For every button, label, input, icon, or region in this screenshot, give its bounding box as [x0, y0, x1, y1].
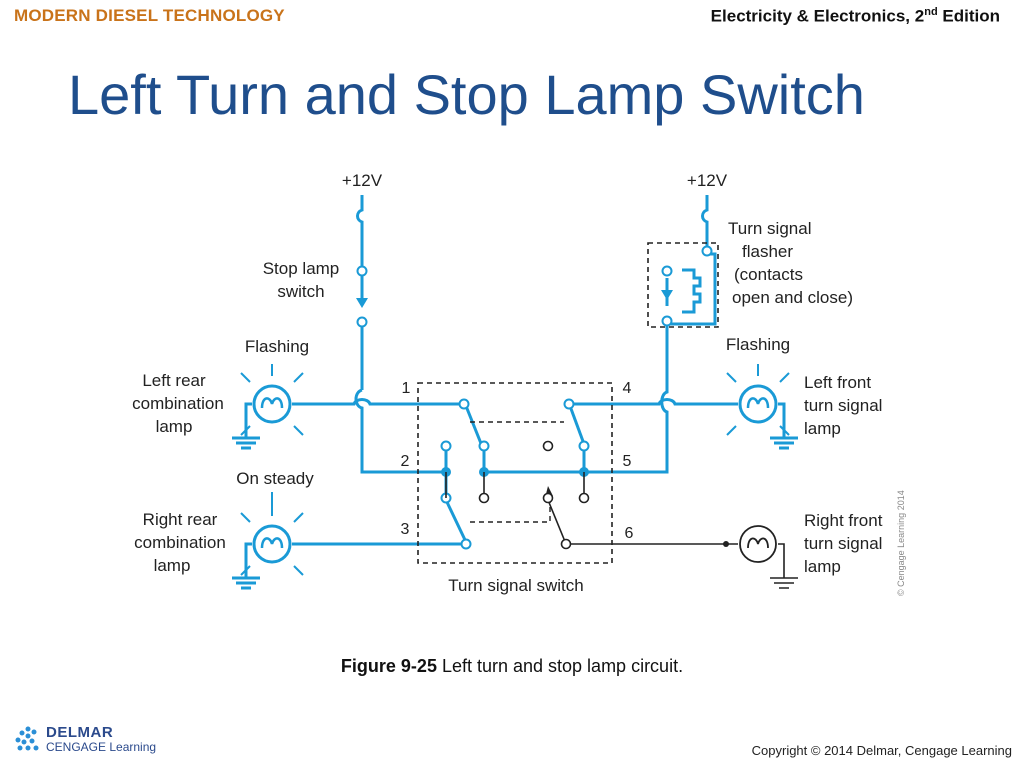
flasher-label-4: open and close)	[732, 288, 853, 307]
delmar-dots-icon	[15, 726, 39, 751]
copyright-footer: Copyright © 2014 Delmar, Cengage Learnin…	[751, 743, 1012, 758]
contact	[478, 492, 490, 504]
right-rear-label-2: combination	[134, 533, 226, 552]
book-title-text: Electricity & Electronics, 2	[710, 6, 925, 26]
book-title-superscript: nd	[924, 6, 938, 18]
flasher-label-2: flasher	[742, 242, 793, 261]
flasher-coil	[682, 268, 702, 314]
contact	[478, 440, 490, 452]
inactive-wires	[445, 472, 798, 589]
contact	[356, 316, 368, 328]
brand-header: MODERN DIESEL TECHNOLOGY	[14, 6, 285, 25]
figure-text: Left turn and stop lamp circuit.	[436, 656, 684, 676]
contact	[578, 492, 590, 504]
right-front-ground	[778, 543, 785, 578]
left-front-status: Flashing	[726, 335, 790, 354]
flasher-arrow-icon	[661, 290, 673, 300]
terminal-2: 2	[401, 453, 410, 470]
supply-left-label: +12V	[342, 171, 383, 190]
flasher-label-1: Turn signal	[728, 219, 811, 238]
book-title-header: Electricity & Electronics, 2nd Edition	[711, 6, 1000, 27]
left-front-label-3: lamp	[804, 419, 841, 438]
switch-linkage	[470, 421, 564, 523]
left-rear-label-2: combination	[132, 394, 224, 413]
right-rear-label-3: lamp	[154, 556, 191, 575]
right-rear-status: On steady	[236, 469, 314, 488]
right-front-label-2: turn signal	[804, 534, 882, 553]
contact	[560, 538, 572, 550]
contact	[578, 440, 590, 452]
blade-3	[444, 499, 468, 543]
active-contacts	[356, 245, 713, 550]
contact	[542, 492, 554, 504]
ground-symbol-rr	[232, 576, 260, 590]
terminal-3: 3	[401, 521, 410, 538]
wire-terminal-1	[292, 398, 464, 406]
slide-title: Left Turn and Stop Lamp Switch	[68, 63, 865, 126]
circuit-diagram: +12V +12V Stop lamp switch Turn signal f…	[132, 171, 906, 596]
stop-switch-arrow-icon	[356, 298, 368, 308]
contact	[458, 398, 470, 410]
stop-switch-label-1: Stop lamp	[263, 259, 340, 278]
contact	[661, 315, 673, 327]
flasher-box	[647, 242, 719, 328]
blade-4	[568, 405, 586, 445]
logo-line-2: CENGAGE Learning	[46, 740, 157, 754]
logo-line-1: DELMAR	[46, 724, 114, 741]
inactive-contacts	[478, 440, 590, 550]
right-front-lamp-icon	[739, 525, 777, 563]
figure-number: Figure 9-25	[340, 656, 437, 676]
stop-switch-label-2: switch	[277, 282, 324, 301]
left-front-label-1: Left front	[804, 373, 871, 392]
right-front-label-1: Right front	[804, 511, 883, 530]
flasher-label-3: (contacts	[734, 265, 803, 284]
junction-dot	[723, 541, 729, 547]
switch-box	[417, 382, 613, 564]
image-credit: © Cengage Learning 2014	[896, 490, 906, 596]
figure-caption: Figure 9-25 Left turn and stop lamp circ…	[0, 656, 1024, 677]
left-front-label-2: turn signal	[804, 396, 882, 415]
left-fuse-wire	[356, 195, 364, 268]
active-wires	[232, 195, 798, 590]
terminal-4: 4	[623, 380, 632, 397]
supply-right-label: +12V	[687, 171, 728, 190]
right-fuse-wire	[701, 195, 709, 248]
left-front-ground	[778, 402, 786, 438]
book-title-tail: Edition	[937, 6, 1000, 26]
contact	[661, 265, 673, 277]
logo-text: DELMAR CENGAGE Learning	[46, 724, 157, 754]
ground-symbol-lf	[770, 436, 798, 450]
right-rear-ground	[244, 542, 252, 578]
right-rear-label-1: Right rear	[143, 510, 218, 529]
wire-terminal-4	[569, 398, 738, 406]
switch-label: Turn signal switch	[448, 576, 583, 595]
left-rear-ground	[244, 402, 252, 438]
right-rear-lamp-icon	[240, 492, 304, 576]
left-rear-lamp-icon	[240, 364, 304, 436]
left-rear-status: Flashing	[245, 337, 309, 356]
contact	[356, 265, 368, 277]
contact	[563, 398, 575, 410]
terminal-5: 5	[623, 453, 632, 470]
blade-1	[464, 405, 484, 447]
delmar-logo: DELMAR CENGAGE Learning	[14, 724, 157, 754]
contact	[440, 440, 452, 452]
contact	[542, 440, 554, 452]
ground-symbol-rf	[770, 577, 798, 589]
right-front-label-3: lamp	[804, 557, 841, 576]
left-rear-label-1: Left rear	[142, 371, 206, 390]
terminal-6: 6	[625, 525, 634, 542]
ground-symbol-lr	[232, 436, 260, 450]
flasher-element	[682, 268, 702, 314]
contact	[460, 538, 472, 550]
contact	[701, 245, 713, 257]
blade-6	[547, 499, 567, 545]
wire-terminal-5	[484, 320, 669, 474]
left-rear-label-3: lamp	[156, 417, 193, 436]
left-front-lamp-icon	[726, 364, 790, 436]
terminal-1: 1	[402, 380, 411, 397]
